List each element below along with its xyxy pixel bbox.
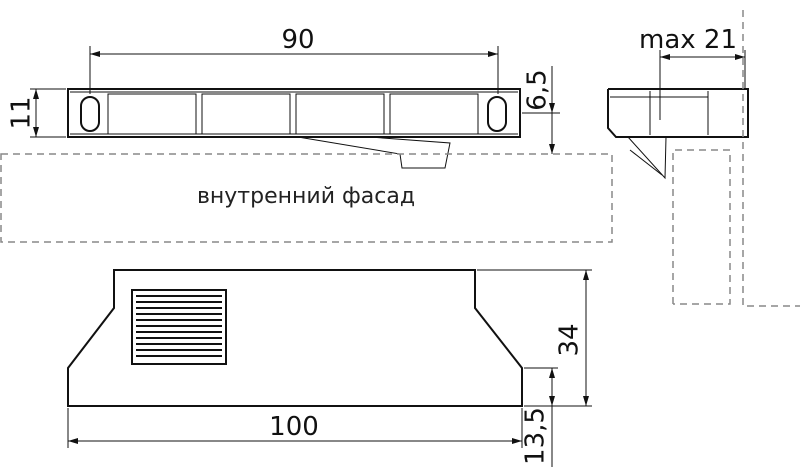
slot-2 bbox=[201, 93, 291, 135]
cabinet-wall-outline bbox=[742, 10, 800, 307]
latch-body-side bbox=[607, 88, 749, 138]
latch-body-top bbox=[67, 269, 523, 407]
slot-1 bbox=[107, 93, 197, 135]
dimension-90: 90 bbox=[89, 25, 499, 94]
dimension-100-label: 100 bbox=[269, 412, 319, 442]
dimension-34-label: 34 bbox=[555, 323, 585, 356]
dimension-90-label: 90 bbox=[281, 25, 314, 55]
latch-hook-side bbox=[627, 136, 667, 180]
dimension-11: 11 bbox=[7, 88, 66, 138]
vent-grille bbox=[131, 289, 227, 365]
facade-outline bbox=[0, 153, 613, 243]
mounting-hole-left bbox=[80, 96, 100, 132]
latch-body-front bbox=[67, 88, 521, 138]
side-view bbox=[607, 10, 800, 307]
mounting-hole-right bbox=[487, 96, 507, 132]
top-view bbox=[67, 269, 523, 407]
front-view bbox=[67, 88, 521, 169]
dimension-6-5: 6,5 bbox=[522, 66, 560, 154]
facade-side-outline bbox=[672, 149, 731, 305]
dimension-13-5-label: 13,5 bbox=[521, 407, 551, 465]
facade-label: внутренний фасад bbox=[197, 184, 415, 209]
dimension-max-21: max 21 bbox=[639, 25, 746, 120]
dimension-34: 34 bbox=[477, 269, 592, 407]
dimension-max-21-label: max 21 bbox=[639, 25, 737, 55]
latch-hook-front bbox=[297, 136, 451, 169]
dimension-13-5: 13,5 bbox=[521, 367, 558, 467]
dimension-6-5-label: 6,5 bbox=[523, 69, 553, 110]
dimension-100: 100 bbox=[67, 408, 523, 448]
slot-4 bbox=[389, 93, 479, 135]
vent-slats bbox=[136, 295, 222, 357]
inner-facade: внутренний фасад bbox=[0, 153, 613, 243]
slot-3 bbox=[295, 93, 385, 135]
dimension-11-label: 11 bbox=[7, 96, 37, 129]
